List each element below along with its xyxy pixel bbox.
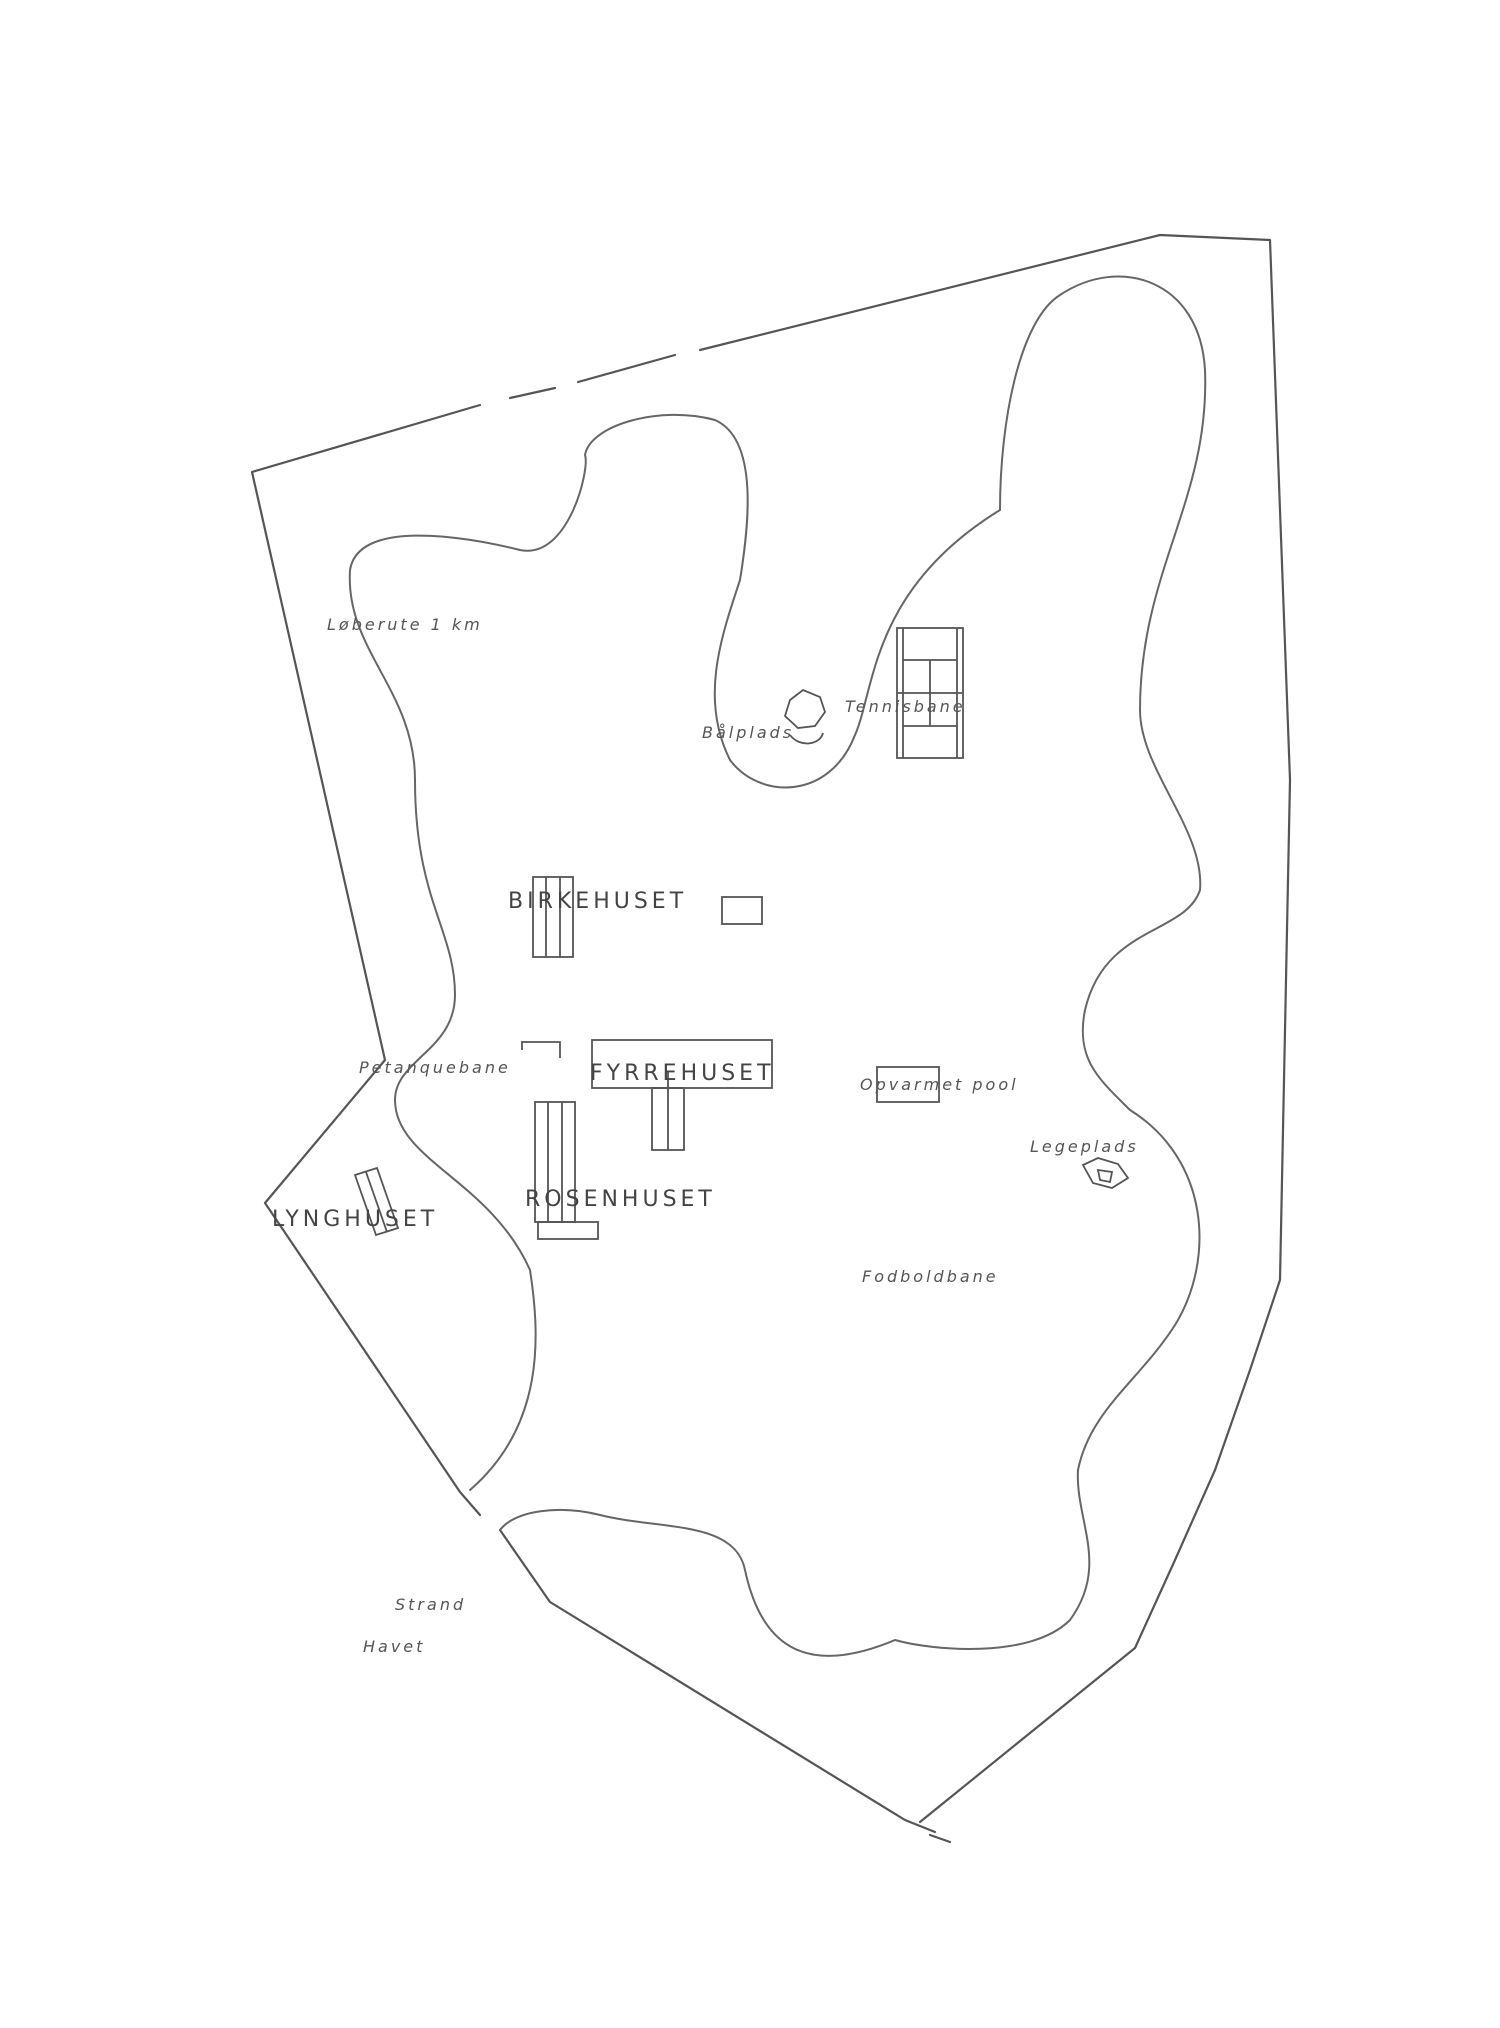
label-fodboldbane: Fodboldbane [862,1267,999,1286]
label-birkehuset: BIRKEHUSET [508,889,687,914]
fire-pit [783,688,826,745]
label-opvarmet-pool: Opvarmet pool [860,1075,1019,1094]
building-rosenhuset [534,1101,599,1240]
heated-pool [876,1066,940,1103]
label-balplads: Bålplads [702,723,794,742]
playground [1081,1157,1130,1189]
label-strand: Strand [395,1595,466,1614]
label-fyrrehuset: FYRREHUSET [590,1061,775,1086]
property-boundary [250,233,1292,1844]
label-rosenhuset: ROSENHUSET [525,1187,716,1212]
running-route [348,275,1207,1657]
tennis-court [896,627,964,759]
label-loberute: Løberute 1 km [327,615,483,634]
label-legeplads: Legeplads [1030,1137,1139,1156]
label-havet: Havet [363,1637,425,1656]
small-building [721,896,763,925]
petanque-court [521,1041,561,1058]
label-tennisbane: Tennisbane [845,697,966,716]
building-lynghuset [353,1166,400,1237]
building-birkehuset [532,876,574,958]
label-lynghuset: LYNGHUSET [272,1207,438,1232]
building-fyrrehuset [591,1039,773,1151]
label-petanquebane: Petanquebane [359,1058,511,1077]
